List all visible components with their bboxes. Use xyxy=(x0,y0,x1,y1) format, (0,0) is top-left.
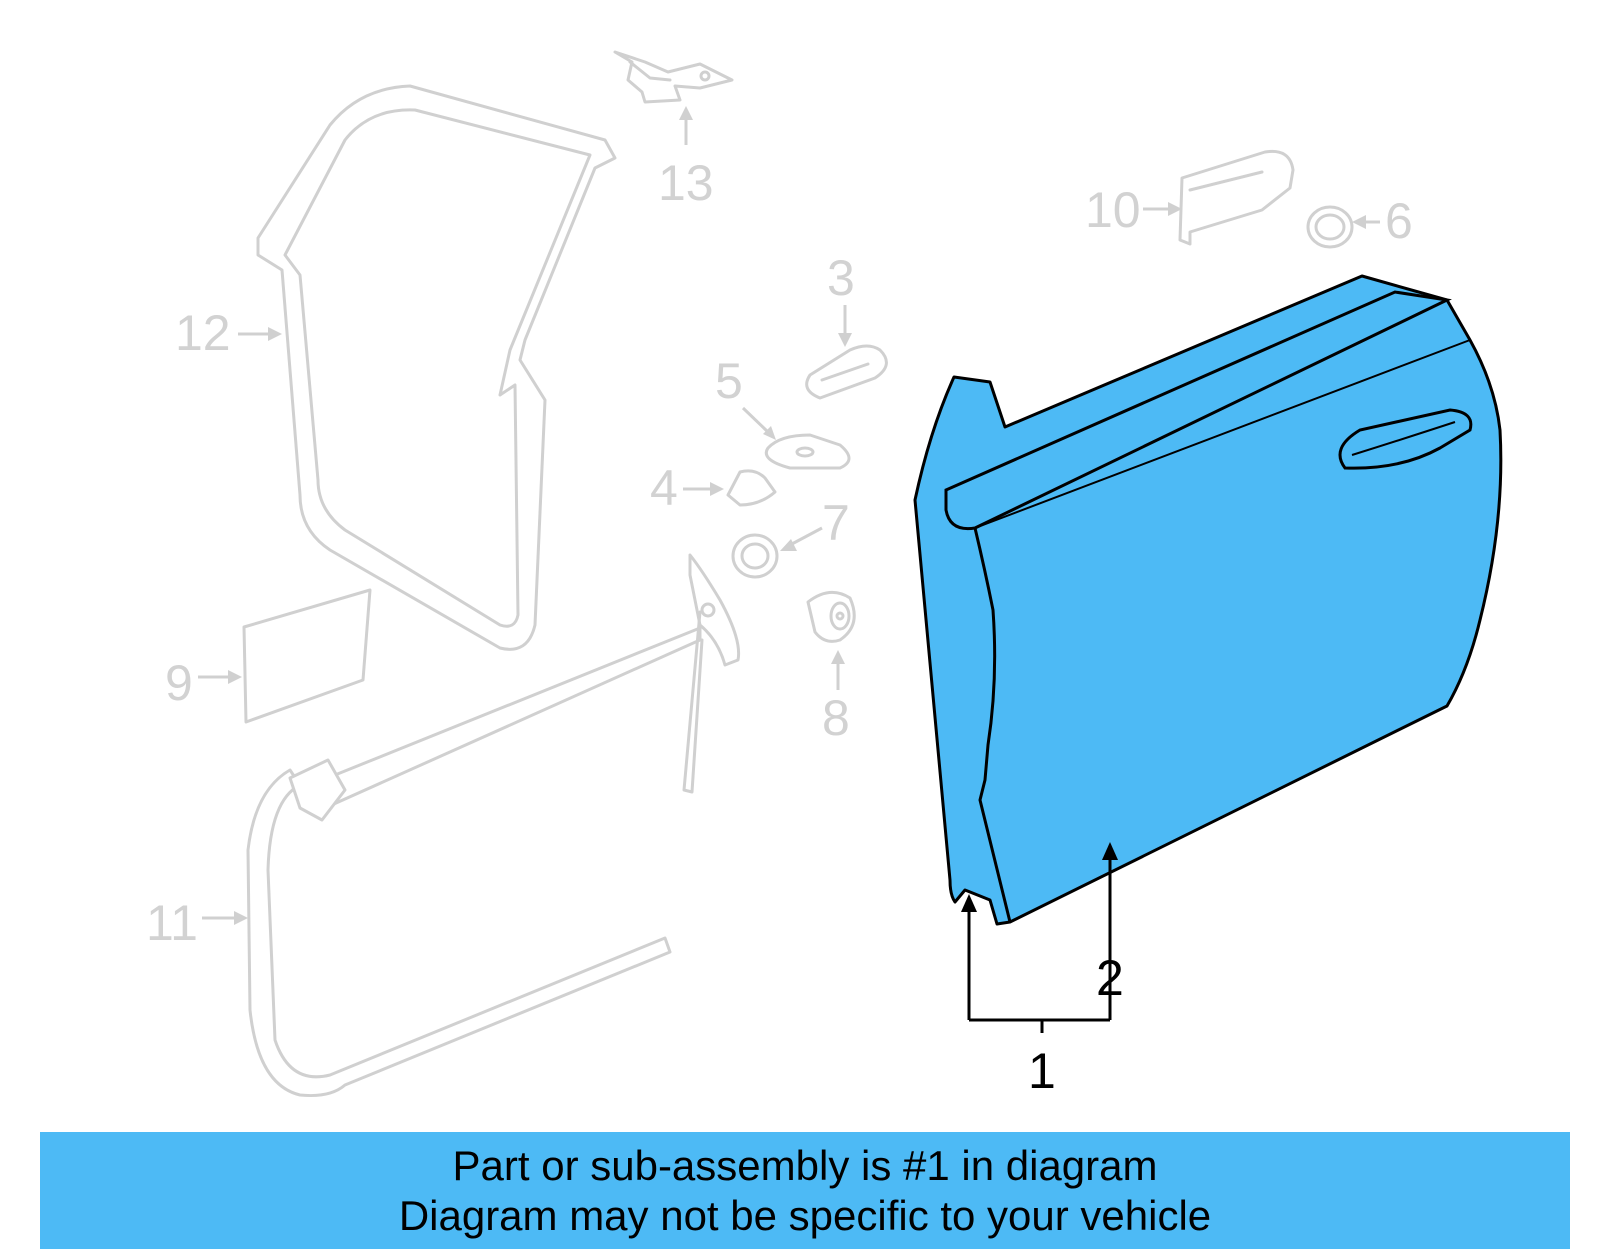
callout-6: 6 xyxy=(1385,193,1413,249)
part-13-hinge xyxy=(613,50,734,104)
part-5-pad xyxy=(764,433,851,470)
info-banner: Part or sub-assembly is #1 in diagram Di… xyxy=(40,1132,1570,1249)
part-12-weatherstrip xyxy=(256,84,617,651)
door-belt-line xyxy=(944,290,1452,531)
callout-2: 2 xyxy=(1096,950,1124,1006)
callout-11: 11 xyxy=(146,895,198,951)
door-handle xyxy=(1338,408,1473,470)
part-10-bracket xyxy=(1178,149,1295,246)
callout-12: 12 xyxy=(175,305,231,361)
part-7-grommet xyxy=(731,533,779,579)
callout-7: 7 xyxy=(822,495,850,551)
parts-diagram: 12 13 10 6 3 5 4 xyxy=(146,50,1503,1099)
door-inner-edge xyxy=(973,527,1012,923)
part-3-plug xyxy=(805,344,888,400)
callout-9: 9 xyxy=(165,655,193,711)
part-8-clip xyxy=(806,590,856,643)
callout-4: 4 xyxy=(650,460,678,516)
part-6-grommet xyxy=(1306,205,1354,249)
part-11-seal xyxy=(246,553,741,1097)
part-9-sheet xyxy=(242,588,372,724)
callout-13: 13 xyxy=(658,155,714,211)
callout-10: 10 xyxy=(1085,182,1141,238)
callout-1: 1 xyxy=(1028,1043,1056,1099)
door-front-edge xyxy=(974,339,1471,529)
banner-line-2: Diagram may not be specific to your vehi… xyxy=(398,1191,1212,1239)
callout-3: 3 xyxy=(827,250,855,306)
callout-8: 8 xyxy=(822,690,850,746)
banner-line-1: Part or sub-assembly is #1 in diagram xyxy=(452,1141,1158,1189)
part-1-door-shell xyxy=(913,274,1503,926)
callout-5: 5 xyxy=(715,353,743,409)
part-4-bumper xyxy=(726,469,777,507)
